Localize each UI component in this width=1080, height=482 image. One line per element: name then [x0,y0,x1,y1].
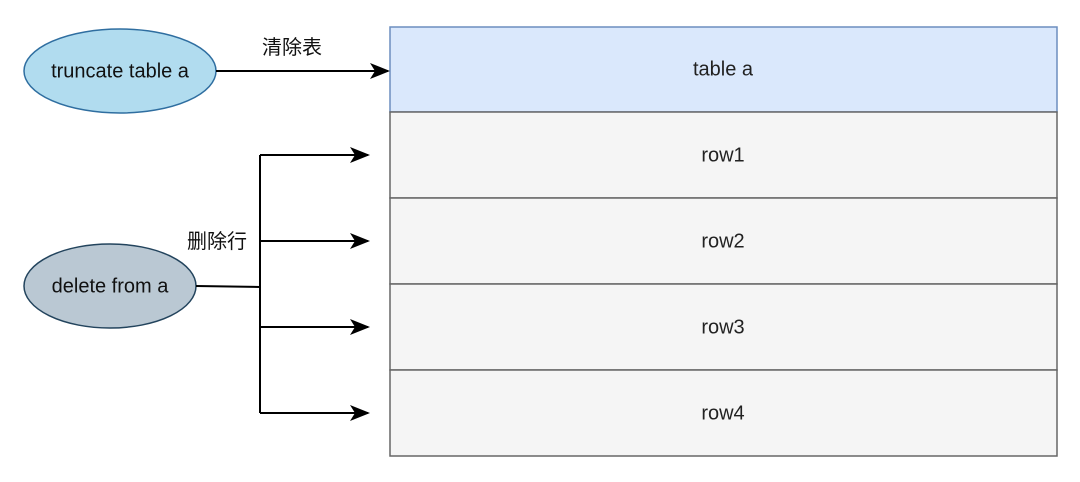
row-box [389,369,1058,457]
row-box [389,197,1058,285]
table-row[interactable]: row3 [389,283,1058,371]
row-label: row4 [701,402,744,424]
table-header-box [389,26,1058,113]
table-row[interactable]: row1 [389,111,1058,199]
row-box [389,283,1058,371]
truncate-edge-label: 清除表 [262,35,322,59]
table-a: table a row1 row2 row3 row4 [389,26,1058,457]
delete-edge-label: 删除行 [187,229,247,253]
row-label: row1 [701,144,744,166]
truncate-node[interactable]: truncate table a [23,28,217,114]
table-row[interactable]: row4 [389,369,1058,457]
delete-edge-label-bg [176,226,258,254]
row-label: row3 [701,316,744,338]
row-box [389,111,1058,199]
row-label: row2 [701,230,744,252]
table-header-label: table a [693,58,754,80]
table-header-cell[interactable]: table a [389,26,1058,113]
delete-connectors [195,147,370,421]
table-row[interactable]: row2 [389,197,1058,285]
delete-node[interactable]: delete from a [23,243,197,329]
truncate-label: truncate table a [51,60,190,82]
delete-stem [195,285,261,288]
delete-label: delete from a [52,275,170,297]
